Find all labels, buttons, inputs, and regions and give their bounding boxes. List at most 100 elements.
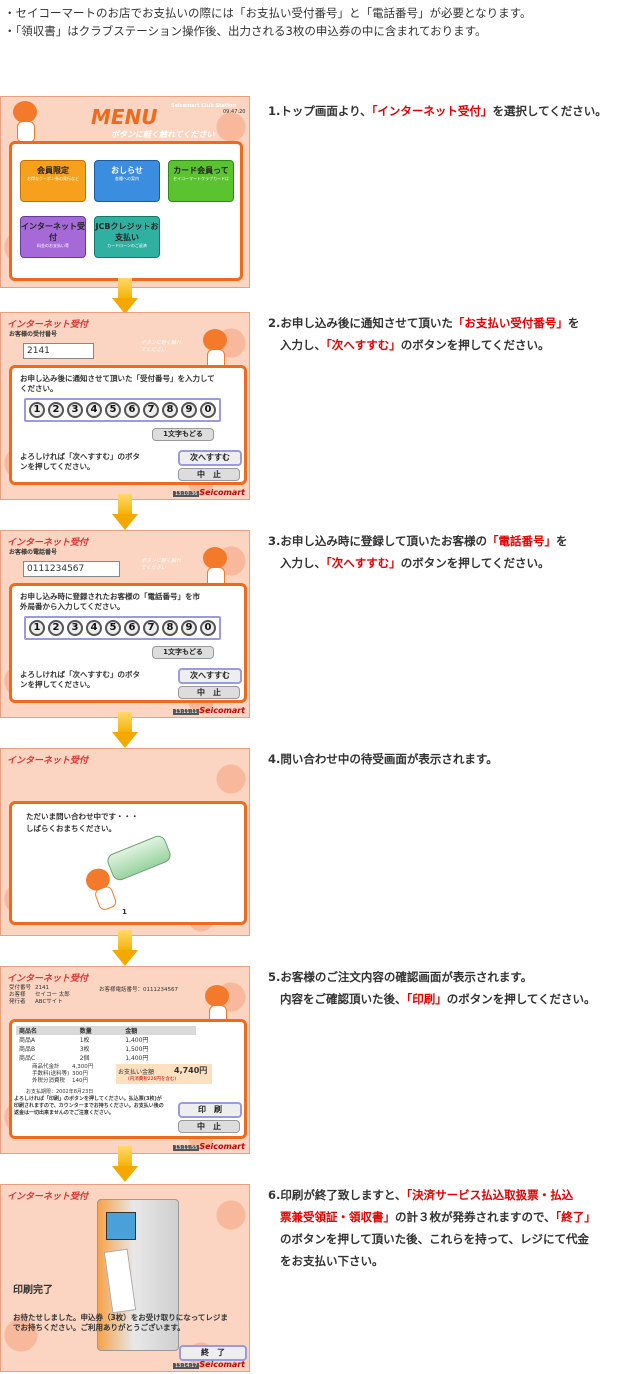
key-8[interactable]: 8 [162, 402, 178, 418]
key-6[interactable]: 6 [124, 402, 140, 418]
next-button[interactable]: 次へすすむ [178, 450, 242, 466]
desc-text: 6.印刷が終了致しますと、 [268, 1188, 407, 1202]
phone-input[interactable]: 0111234567 [23, 561, 120, 577]
receipt-input[interactable]: 2141 [23, 343, 94, 359]
clock: 13:11:11 [173, 709, 200, 715]
next-button[interactable]: 次へすすむ [178, 668, 242, 684]
note: よろしければ「印刷」のボタンを押してください。払込票(3枚)が印刷されますので、… [14, 1096, 164, 1116]
seicomart-logo: Seicomart [199, 706, 245, 715]
note-1: ・セイコーマートのお店でお支払いの際には「お支払い受付番号」と「電話番号」が必要… [4, 6, 532, 20]
key-4[interactable]: 4 [86, 620, 102, 636]
step-2: インターネット受付 お客様の受付番号 2141 ボタンに軽く触れてください お申… [0, 312, 620, 530]
btn-internet[interactable]: インターネット受付 料金のお支払い等 [20, 216, 86, 258]
subtotal-label: 商品代金計 [32, 1064, 60, 1070]
key-3[interactable]: 3 [67, 620, 83, 636]
down-arrow-icon [112, 494, 138, 532]
key-0[interactable]: 0 [200, 620, 216, 636]
desc-highlight: 「お支払い受付番号」 [452, 316, 568, 330]
seicomart-logo: Seicomart [199, 1142, 245, 1151]
cell: 商品B [19, 1046, 36, 1053]
key-9[interactable]: 9 [181, 402, 197, 418]
completion-message: お待たせしました。申込券（3枚）をお受け取りになってレジまでお持ちください。ご利… [13, 1313, 228, 1332]
key-8[interactable]: 8 [162, 620, 178, 636]
screen-header: インターネット受付 [7, 1192, 89, 1202]
end-button[interactable]: 終 了 [179, 1345, 247, 1361]
mascot-icon [5, 101, 45, 147]
key-6[interactable]: 6 [124, 620, 140, 636]
key-9[interactable]: 9 [181, 620, 197, 636]
desc-text: 4.問い合わせ中の待受画面が表示されます。 [268, 752, 498, 766]
desc-text: のボタンを押してください。 [446, 992, 596, 1006]
desc-text: 内容をご確認頂いた後、 [280, 992, 407, 1006]
key-3[interactable]: 3 [67, 402, 83, 418]
kiosk-icon [97, 1199, 179, 1351]
clock: 09:47:20 [223, 109, 246, 115]
step-4-desc: 4.問い合わせ中の待受画面が表示されます。 [268, 748, 618, 770]
cell: 商品A [19, 1037, 36, 1044]
backspace-button[interactable]: 1文字もどる [152, 646, 214, 659]
screen-print-complete: インターネット受付 印刷完了 お待たせしました。申込券（3枚）をお受け取りになっ… [0, 1184, 250, 1372]
btn-label: おしらせ [111, 166, 143, 175]
btn-members[interactable]: 会員限定 お得なクーポン券の発行など [20, 160, 86, 202]
confirm-text: よろしければ「次へすすむ」のボタンを押してください。 [20, 452, 140, 471]
key-5[interactable]: 5 [105, 402, 121, 418]
info-label: 受付番号 [9, 985, 32, 991]
desc-highlight: 「決済サービス払込取扱票・払込 [406, 1188, 574, 1202]
btn-sub: 各種への案内 [115, 176, 139, 181]
btn-card[interactable]: カード会員って セイコーマートクラブカードは [168, 160, 234, 202]
phone-readout: お客様電話番号：0111234567 [99, 987, 178, 993]
desc-highlight: 「次へすすむ」 [326, 556, 401, 570]
hint: ボタンに軽く触れてください [141, 340, 182, 353]
keypad: 1 2 3 4 5 6 7 8 9 0 [24, 616, 221, 640]
keypad: 1 2 3 4 5 6 7 8 9 0 [24, 398, 221, 422]
stop-button[interactable]: 中 止 [178, 686, 240, 699]
key-0[interactable]: 0 [200, 402, 216, 418]
key-2[interactable]: 2 [48, 402, 64, 418]
step-1: MENU Seicomart Club Station 09:47:20 ボタン… [0, 96, 620, 314]
desc-text: 5.お客様のご注文内容の確認画面が表示されます。 [268, 970, 533, 984]
total-label: お支払い金額 [118, 1069, 155, 1076]
step-6: インターネット受付 印刷完了 お待たせしました。申込券（3枚）をお受け取りになっ… [0, 1184, 620, 1372]
print-complete-title: 印刷完了 [13, 1285, 53, 1296]
desc-text: のボタンを押してください。 [400, 556, 550, 570]
btn-jcb[interactable]: JCBクレジットお支払い カードローンのご返済 [94, 216, 160, 258]
key-2[interactable]: 2 [48, 620, 64, 636]
backspace-button[interactable]: 1文字もどる [152, 428, 214, 441]
key-7[interactable]: 7 [143, 620, 159, 636]
notes: ・セイコーマートのお店でお支払いの際には「お支払い受付番号」と「電話番号」が必要… [4, 4, 616, 40]
key-4[interactable]: 4 [86, 402, 102, 418]
step-4: インターネット受付 ただいま問い合わせ中です・・・ しばらくおまちください。 1… [0, 748, 620, 966]
input-panel: お申し込み後に通知させて頂いた「受付番号」を入力してください。 1 2 3 4 … [9, 365, 247, 485]
key-7[interactable]: 7 [143, 402, 159, 418]
info-label: お客様 [9, 992, 26, 998]
subtotal-value: 4,300円 [72, 1064, 94, 1070]
cell: 2個 [79, 1055, 90, 1062]
stop-button[interactable]: 中 止 [178, 1120, 240, 1133]
page-number: 1 [122, 908, 127, 916]
down-arrow-icon [112, 1146, 138, 1184]
step-2-desc: 2.お申し込み後に通知させて頂いた「お支払い受付番号」を 入力し、「次へすすむ」… [268, 312, 618, 356]
btn-news[interactable]: おしらせ 各種への案内 [94, 160, 160, 202]
down-arrow-icon [112, 278, 138, 316]
desc-text: 1.トップ画面より、 [268, 104, 372, 118]
field-label: お客様の電話番号 [9, 549, 58, 556]
waiting-panel: ただいま問い合わせ中です・・・ しばらくおまちください。 1 [9, 801, 247, 925]
desc-text: 2.お申し込み後に通知させて頂いた [268, 316, 453, 330]
key-1[interactable]: 1 [29, 402, 45, 418]
print-button[interactable]: 印 刷 [178, 1102, 242, 1118]
stop-button[interactable]: 中 止 [178, 468, 240, 481]
key-5[interactable]: 5 [105, 620, 121, 636]
cell: 1,400円 [125, 1037, 149, 1044]
total-amount: 4,740円 [174, 1066, 208, 1075]
table-header: 商品名 数量 金額 [16, 1026, 196, 1035]
desc-highlight: 「電話番号」 [487, 534, 557, 548]
desc-text: 入力し、 [280, 338, 326, 352]
col-qty: 数量 [76, 1026, 123, 1035]
key-1[interactable]: 1 [29, 620, 45, 636]
col-amount: 金額 [122, 1026, 196, 1035]
desc-text: をお支払い下さい。 [280, 1254, 384, 1268]
